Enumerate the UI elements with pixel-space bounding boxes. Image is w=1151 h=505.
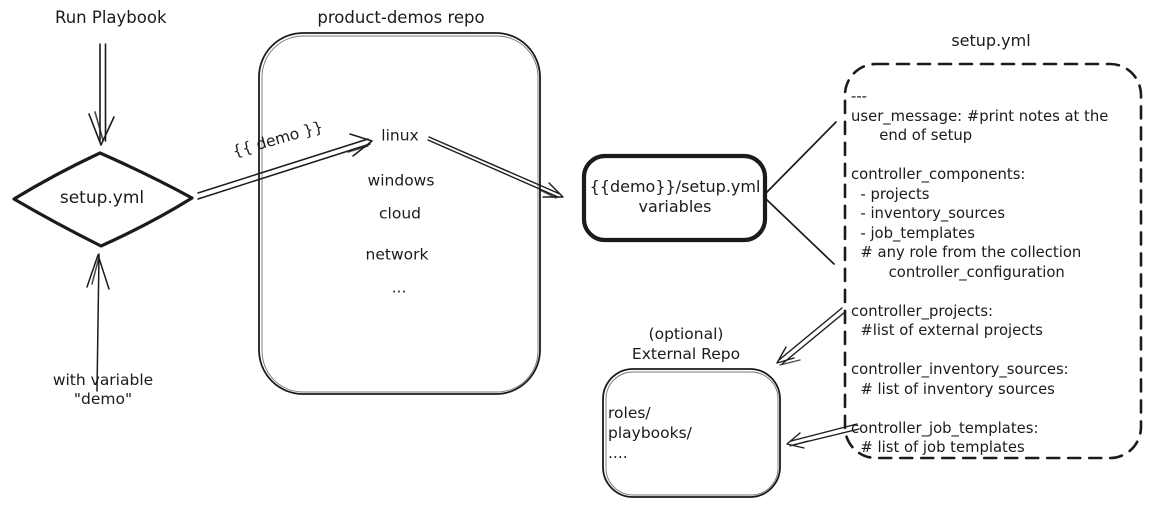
job-templates-arrow [786, 423, 860, 449]
external-repo-content: roles/ playbooks/ .... [608, 404, 692, 462]
external-repo-box [602, 368, 781, 498]
setup-yml-content: --- user_message: #print notes at the en… [851, 88, 1109, 456]
linux-to-variables-arrow [427, 136, 564, 199]
repo-item-ellipsis: ... [391, 278, 407, 297]
diamond-label: setup.yml [59, 187, 145, 208]
repo-title: product-demos repo [317, 8, 485, 27]
repo-item-linux: linux [381, 126, 419, 145]
repo-item-windows: windows [367, 171, 435, 190]
with-variable-arrow [86, 253, 110, 392]
setup-yml-dashed-box [843, 62, 1143, 460]
variables-box-label: {{demo}}/setup.yml variables [589, 177, 761, 216]
with-variable-label: with variable "demo" [52, 371, 154, 408]
variables-box [581, 153, 768, 243]
repo-box [258, 32, 541, 395]
projects-arrow [776, 307, 846, 366]
fan-lines [765, 121, 837, 265]
setup-yml-title: setup.yml [951, 31, 1031, 50]
repo-item-cloud: cloud [379, 204, 421, 223]
run-playbook-label: Run Playbook [55, 8, 167, 27]
setup-diamond [12, 151, 194, 248]
external-repo-title: (optional) External Repo [631, 325, 741, 363]
demo-arrow [197, 133, 373, 200]
run-playbook-arrow [88, 43, 115, 146]
repo-item-network: network [365, 245, 429, 264]
